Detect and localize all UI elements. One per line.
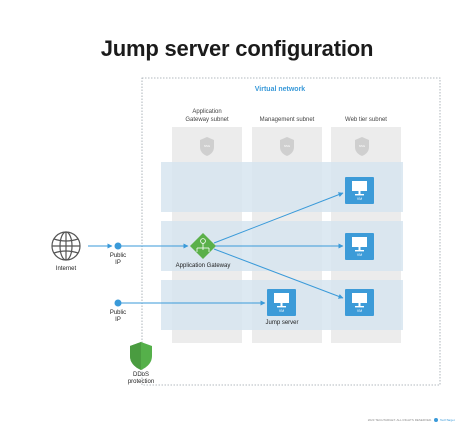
public-ip-1-dot — [114, 242, 122, 250]
monitor-icon — [345, 177, 374, 204]
monitor-icon — [345, 289, 374, 316]
globe-icon — [51, 231, 81, 261]
subnet-label-management: Management subnet — [259, 117, 315, 123]
nsg-shield-icon — [280, 137, 294, 156]
vm-label: VM — [356, 197, 363, 201]
techtarget-logo-icon — [434, 418, 438, 422]
application-gateway-label: Application Gateway — [175, 263, 231, 269]
gateway-to-vm-1-arrow — [213, 192, 344, 244]
internet-label: Internet — [55, 266, 77, 272]
nsg-shield-icon — [355, 137, 369, 156]
shield-icon — [130, 342, 152, 370]
public-ip-2-label: Public IP — [109, 310, 127, 323]
nsg-shield-icon — [200, 137, 214, 156]
monitor-icon — [345, 233, 374, 260]
page-title: Jump server configuration — [100, 36, 374, 61]
jump-server-label: Jump server — [265, 320, 299, 326]
vm-label: VM — [356, 253, 363, 257]
vm-label: VM — [356, 309, 363, 313]
monitor-icon — [267, 289, 296, 316]
public-ip-1-label: Public IP — [109, 253, 127, 266]
nsg-label: NSG — [283, 144, 291, 148]
subnet-label-web-tier: Web tier subnet — [345, 117, 387, 123]
nsg-label: NSG — [203, 144, 211, 148]
vm-label: VM — [278, 309, 285, 313]
footer-copyright: 2023 TECHTARGET. ALL RIGHTS RESERVED. — [367, 418, 432, 422]
gateway-icon — [190, 233, 216, 259]
subnet-label-app-gateway: Application Gateway subnet — [185, 109, 229, 123]
footer-brand: TechTarget — [440, 418, 455, 422]
nsg-label: NSG — [358, 144, 366, 148]
gateway-to-vm-3-arrow — [213, 248, 344, 299]
ddos-protection-label: DDoS protection — [127, 372, 155, 385]
virtual-network-label: Virtual network — [254, 86, 306, 93]
public-ip-2-dot — [114, 299, 122, 307]
virtual-network-boundary — [141, 77, 441, 386]
